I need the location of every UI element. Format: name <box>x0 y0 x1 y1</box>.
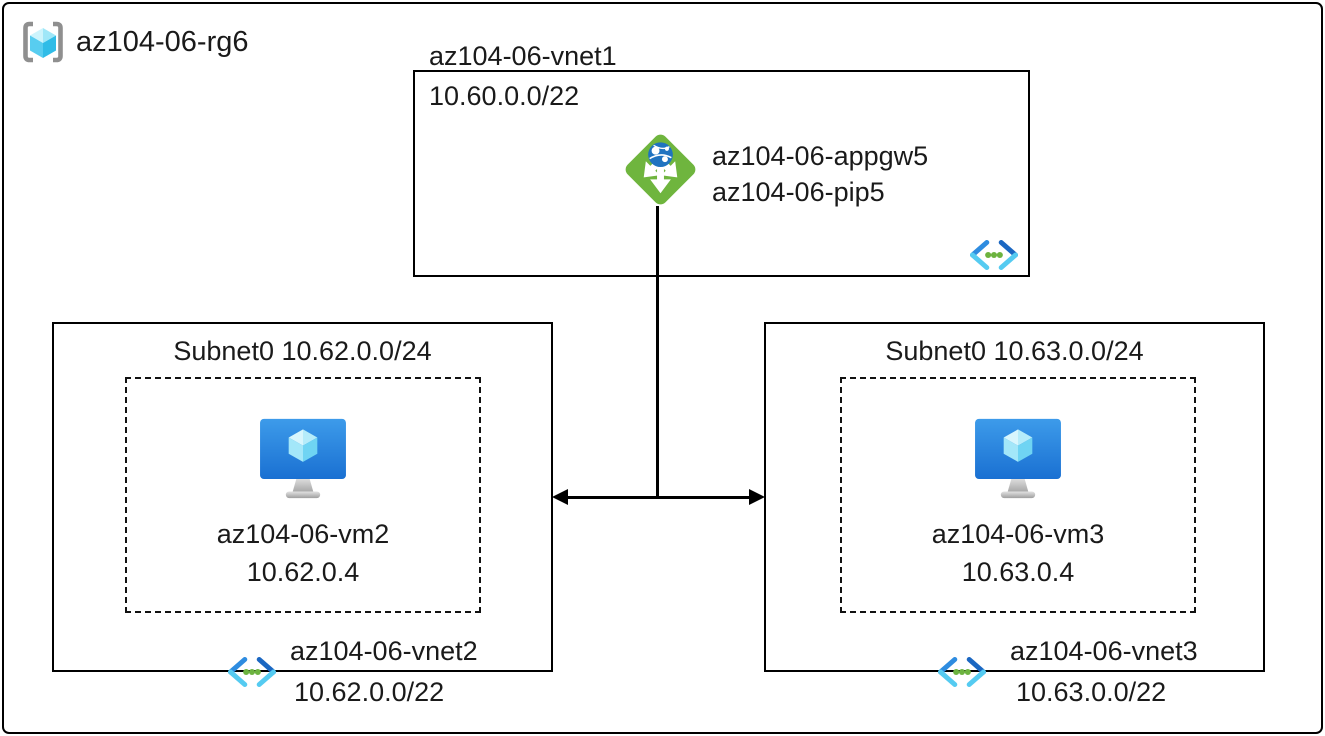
virtual-machine-icon <box>257 417 349 501</box>
vnet2-cidr: 10.62.0.0/22 <box>294 677 445 707</box>
vnet2-name: az104-06-vnet2 <box>290 636 478 666</box>
pip-name: az104-06-pip5 <box>712 177 885 207</box>
peering-arrowhead-right-icon <box>749 489 765 505</box>
vnet3-box: Subnet0 10.63.0.0/24 az104-06-vm3 10.63.… <box>764 322 1265 707</box>
vnet2-box: Subnet0 10.62.0.0/24 az104-06-vm2 10.62.… <box>52 322 553 707</box>
vm3-ip: 10.63.0.4 <box>961 557 1075 587</box>
appgw-connector-line <box>656 206 659 499</box>
peering-arrow-line <box>565 496 759 499</box>
virtual-network-icon <box>936 655 988 689</box>
vnet1-cidr: 10.60.0.0/22 <box>429 81 580 111</box>
vnet3-name: az104-06-vnet3 <box>1010 636 1198 666</box>
vnet3-subnet-title: Subnet0 10.63.0.0/24 <box>885 336 1144 366</box>
vm3-name: az104-06-vm3 <box>931 519 1105 549</box>
application-gateway-icon <box>619 128 702 211</box>
vm2-ip: 10.62.0.4 <box>246 557 360 587</box>
gateway-labels: az104-06-appgw5 az104-06-pip5 <box>712 138 928 210</box>
vnet3-subnet-boundary: az104-06-vm3 10.63.0.4 <box>840 377 1196 613</box>
vnet2-subnet-boundary: az104-06-vm2 10.62.0.4 <box>125 377 481 613</box>
resource-group-icon <box>20 19 66 65</box>
appgw-name: az104-06-appgw5 <box>712 141 929 171</box>
resource-group-label: az104-06-rg6 <box>76 26 249 58</box>
vnet1-box: az104-06-vnet1 10.60.0.0/22 az104-06-app… <box>413 41 1030 277</box>
vnet1-title: az104-06-vnet1 <box>429 41 617 71</box>
virtual-network-icon <box>968 238 1020 272</box>
vnet3-cidr: 10.63.0.0/22 <box>1016 677 1167 707</box>
vm2-name: az104-06-vm2 <box>216 519 390 549</box>
vnet2-subnet-title: Subnet0 10.62.0.0/24 <box>173 336 432 366</box>
peering-arrowhead-left-icon <box>552 489 568 505</box>
virtual-network-icon <box>226 655 278 689</box>
virtual-machine-icon <box>972 417 1064 501</box>
